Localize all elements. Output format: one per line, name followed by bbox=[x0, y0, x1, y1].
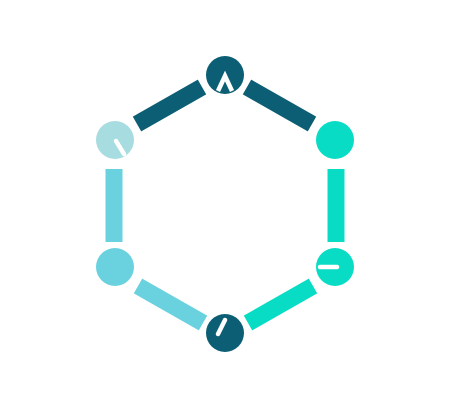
edge-bottom-left bbox=[133, 278, 208, 331]
node-top-left bbox=[96, 121, 134, 159]
edge-bottom-right bbox=[243, 278, 318, 331]
node-top-right bbox=[316, 121, 354, 159]
edge-top-left bbox=[132, 79, 207, 132]
node-bottom bbox=[206, 314, 244, 352]
node-bottom-left bbox=[96, 248, 134, 286]
node-bottom-right bbox=[316, 248, 354, 286]
node-top bbox=[206, 56, 244, 94]
edge-top-right bbox=[242, 79, 317, 132]
